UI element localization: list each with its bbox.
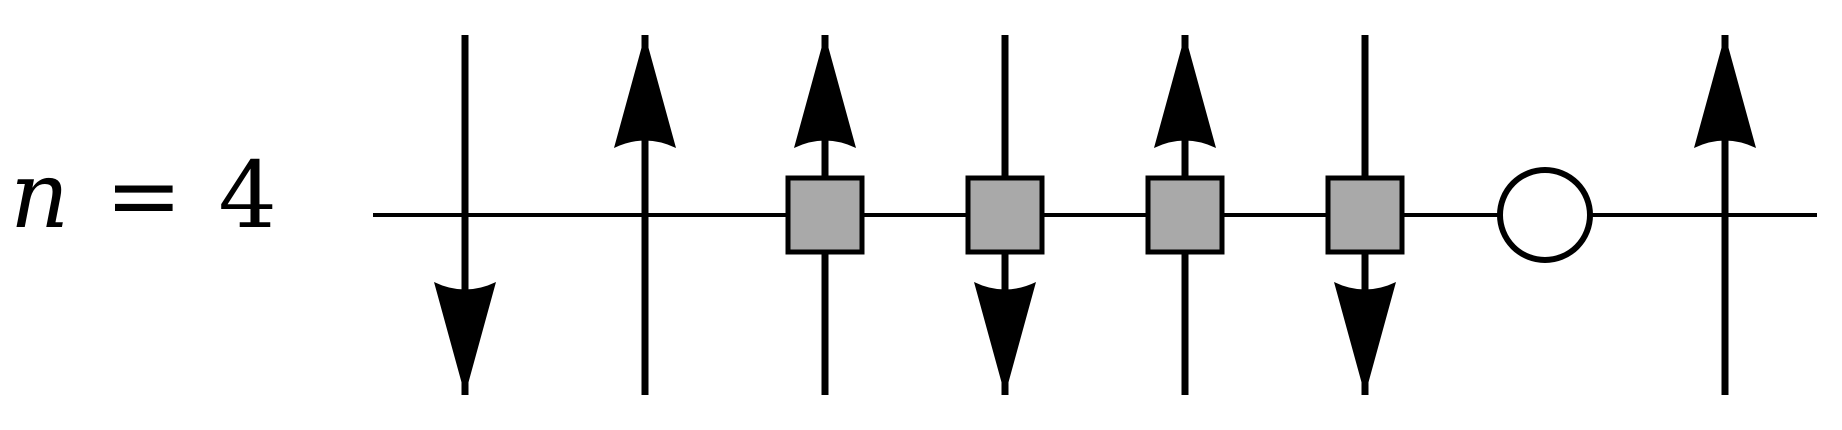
arrow-down-icon <box>434 282 496 395</box>
equation-variable: n <box>10 142 70 249</box>
equation-label: n=4 <box>10 150 277 242</box>
equation-value: 4 <box>218 142 277 249</box>
gray-square-node <box>965 175 1045 255</box>
arrow-up-icon <box>1694 35 1756 148</box>
arrow-down-icon <box>974 282 1036 395</box>
gray-square-node <box>1325 175 1405 255</box>
arrow-up-icon <box>794 35 856 148</box>
gray-square-node <box>785 175 865 255</box>
arrow-up-icon <box>1154 35 1216 148</box>
open-circle-node <box>1497 167 1593 263</box>
equation-equals: = <box>105 142 183 249</box>
arrow-up-icon <box>614 35 676 148</box>
arrow-down-icon <box>1334 282 1396 395</box>
gray-square-node <box>1145 175 1225 255</box>
